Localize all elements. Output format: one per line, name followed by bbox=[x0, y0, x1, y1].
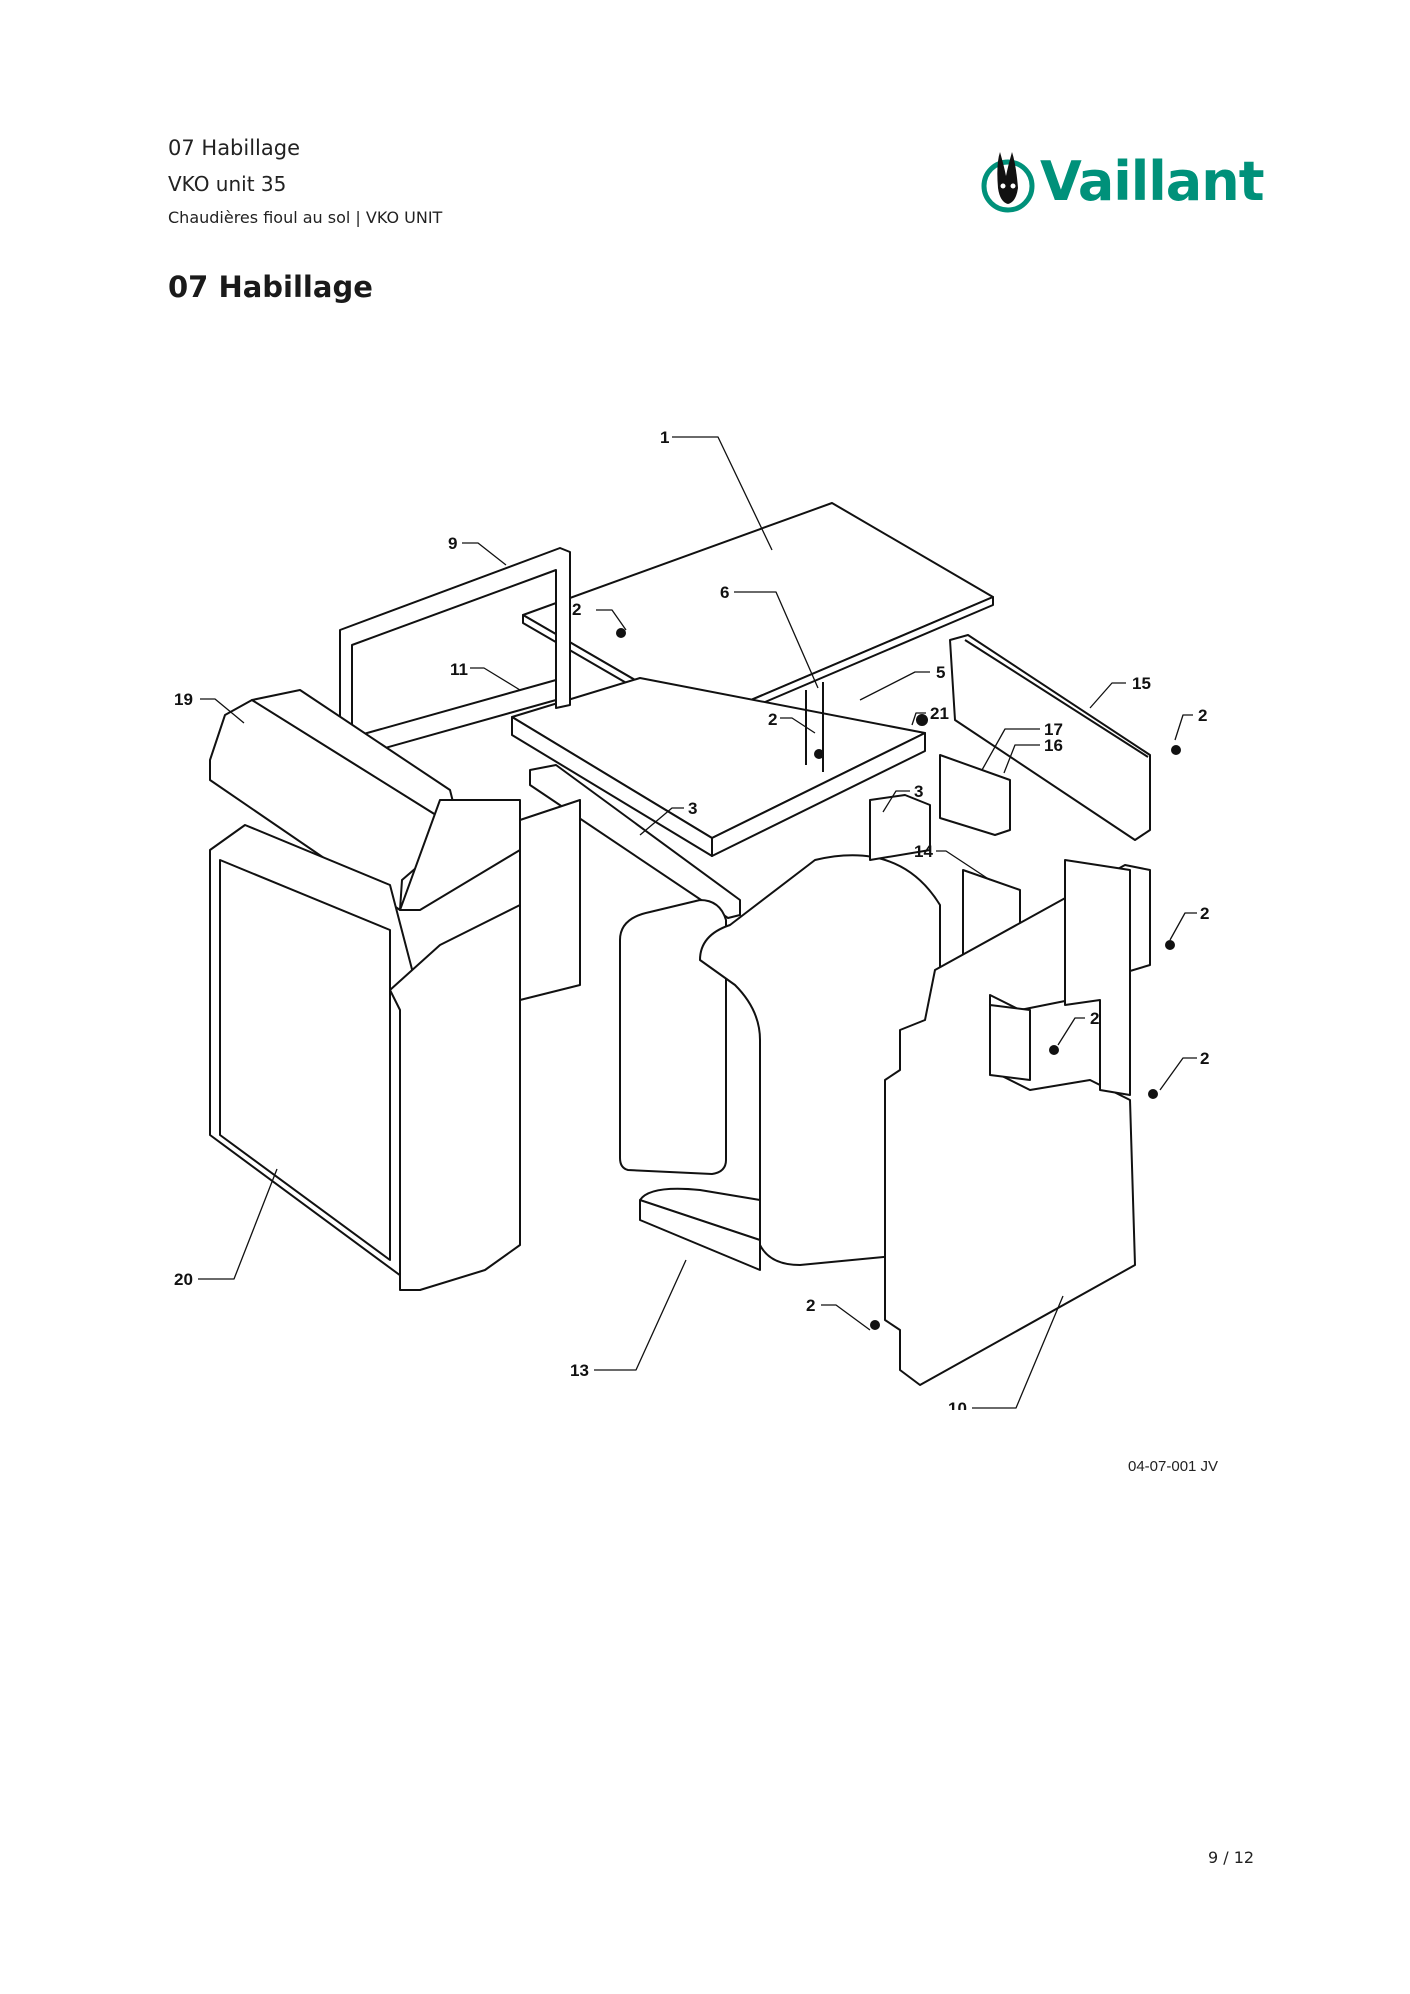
boiler-jacket-part bbox=[619, 854, 941, 1271]
rail-part bbox=[529, 764, 741, 919]
part-label-10: 10 bbox=[948, 1399, 967, 1410]
screw-parts bbox=[616, 628, 1181, 1330]
part-label-6: 6 bbox=[720, 583, 729, 602]
back-panel-part bbox=[519, 799, 581, 1001]
part-label-13: 13 bbox=[570, 1361, 589, 1380]
part-label-3-right: 3 bbox=[914, 782, 923, 801]
header-product-line: Chaudières fioul au sol | VKO UNIT bbox=[168, 208, 443, 227]
part-label-9: 9 bbox=[448, 534, 457, 553]
hare-icon bbox=[981, 152, 1035, 213]
front-door-part bbox=[209, 824, 521, 1291]
exploded-parts-diagram: 1 9 2 6 11 19 5 15 2 2 21 17 16 3 3 14 2… bbox=[174, 428, 1209, 1410]
part-label-21: 21 bbox=[930, 704, 949, 723]
vaillant-logo: Vaillant bbox=[980, 144, 1265, 224]
right-top-panel-part bbox=[949, 634, 1151, 841]
header-model: VKO unit 35 bbox=[168, 172, 287, 196]
part-label-16: 16 bbox=[1044, 736, 1063, 755]
logo-wordmark: Vaillant bbox=[1040, 150, 1265, 213]
part-label-2-right-top: 2 bbox=[1198, 706, 1207, 725]
part-label-14: 14 bbox=[914, 842, 933, 861]
part-label-15: 15 bbox=[1132, 674, 1151, 693]
part-label-5: 5 bbox=[936, 663, 945, 682]
part-label-11: 11 bbox=[450, 660, 468, 679]
part-label-20: 20 bbox=[174, 1270, 193, 1289]
side-panel-part bbox=[884, 859, 1151, 1386]
part-label-2-center: 2 bbox=[768, 710, 777, 729]
page-title: 07 Habillage bbox=[168, 270, 373, 304]
part-label-19: 19 bbox=[174, 690, 193, 709]
part-label-3-left: 3 bbox=[688, 799, 697, 818]
leader-lines bbox=[198, 436, 1197, 1409]
part-label-2-top: 2 bbox=[572, 600, 581, 619]
part-label-2-right-mid: 2 bbox=[1200, 904, 1209, 923]
part-label-2-right-low: 2 bbox=[1200, 1049, 1209, 1068]
part-label-2-bottom: 2 bbox=[806, 1296, 815, 1315]
inner-frame-part bbox=[511, 677, 926, 857]
figure-code: 04-07-001 JV bbox=[1128, 1458, 1219, 1475]
header-section: 07 Habillage bbox=[168, 136, 301, 160]
front-top-panel-part bbox=[209, 689, 521, 911]
page-number: 9 / 12 bbox=[1208, 1848, 1255, 1867]
part-label-2-inner: 2 bbox=[1090, 1009, 1099, 1028]
part-label-17: 17 bbox=[1044, 720, 1063, 739]
part-label-1: 1 bbox=[660, 428, 669, 447]
